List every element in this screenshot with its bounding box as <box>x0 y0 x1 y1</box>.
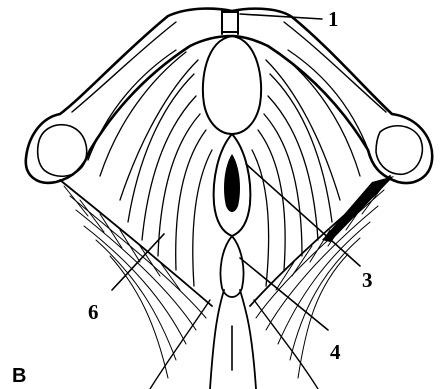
spindle-dark-core <box>224 154 240 212</box>
midline-node <box>222 10 238 34</box>
label-1: 1 <box>328 7 339 31</box>
label-3: 3 <box>362 268 373 292</box>
arch-inner-contour-right <box>284 22 386 112</box>
leader-1 <box>240 14 322 19</box>
label-6: 6 <box>88 300 99 324</box>
central-aperture <box>203 36 261 134</box>
fibers-right <box>252 50 372 286</box>
leader-3 <box>246 164 360 266</box>
right-end-oval <box>376 126 422 175</box>
lower-segment <box>220 236 243 297</box>
label-4: 4 <box>330 340 341 364</box>
panel-letter: B <box>12 365 26 387</box>
central-stalk <box>210 290 256 389</box>
hatched-band-left <box>60 180 212 378</box>
